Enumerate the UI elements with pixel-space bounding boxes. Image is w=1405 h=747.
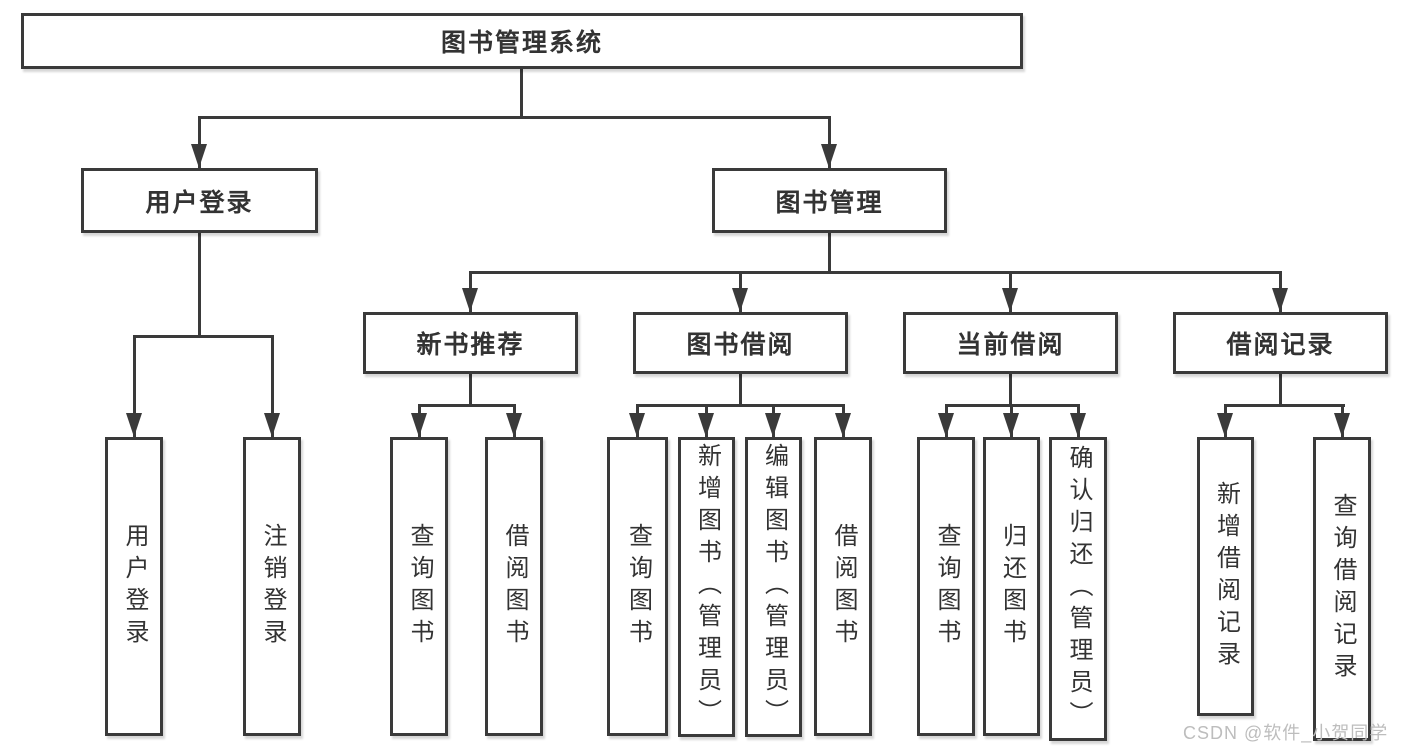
node-label: 借阅图书 bbox=[830, 522, 857, 651]
node-label: 新增图书（管理员） bbox=[693, 443, 721, 731]
node-leaf-query-books-borrowing: 查询图书 bbox=[607, 437, 668, 736]
node-borrowing-records: 借阅记录 bbox=[1173, 312, 1388, 374]
node-leaf-confirm-return-admin: 确认归还（管理员） bbox=[1049, 437, 1107, 741]
node-leaf-add-book-admin: 新增图书（管理员） bbox=[678, 437, 735, 737]
arrow-down-icon bbox=[1002, 288, 1018, 312]
node-label: 查询图书 bbox=[624, 522, 652, 651]
arrow-down-icon bbox=[732, 288, 748, 312]
arrow-down-icon bbox=[629, 413, 645, 437]
connector-line-v bbox=[271, 335, 274, 437]
connector-line-h bbox=[133, 335, 274, 338]
connector-line-v bbox=[133, 335, 136, 437]
connector-line-v bbox=[739, 374, 742, 406]
arrow-down-icon bbox=[835, 413, 851, 437]
node-leaf-query-books-recommend: 查询图书 bbox=[390, 437, 448, 736]
connector-line-v bbox=[469, 374, 472, 406]
node-label: 编辑图书（管理员） bbox=[760, 443, 788, 731]
connector-line-v bbox=[828, 116, 831, 168]
connector-line-v bbox=[1279, 374, 1282, 406]
connector-line-v bbox=[520, 69, 523, 117]
arrow-down-icon bbox=[1217, 413, 1233, 437]
node-label: 归还图书 bbox=[998, 522, 1026, 651]
connector-line-h bbox=[418, 404, 516, 407]
node-leaf-borrow-books: 借阅图书 bbox=[814, 437, 872, 736]
node-user-login-branch: 用户登录 bbox=[81, 168, 318, 233]
connector-line-h bbox=[1224, 404, 1345, 407]
arrow-down-icon bbox=[191, 144, 207, 168]
node-new-book-recommend: 新书推荐 bbox=[363, 312, 578, 374]
arrow-down-icon bbox=[765, 413, 781, 437]
node-leaf-query-borrow-record: 查询借阅记录 bbox=[1313, 437, 1371, 741]
arrow-down-icon bbox=[1070, 413, 1086, 437]
connector-line-h bbox=[636, 404, 845, 407]
arrow-down-icon bbox=[1334, 413, 1350, 437]
node-leaf-add-borrow-record: 新增借阅记录 bbox=[1197, 437, 1254, 716]
arrow-down-icon bbox=[1003, 413, 1019, 437]
connector-line-h bbox=[198, 116, 831, 119]
connector-line-v bbox=[1009, 374, 1012, 406]
node-leaf-edit-book-admin: 编辑图书（管理员） bbox=[745, 437, 802, 737]
connector-line-v bbox=[828, 233, 831, 274]
arrow-down-icon bbox=[506, 413, 522, 437]
connector-line-h bbox=[469, 271, 1282, 274]
arrow-down-icon bbox=[821, 144, 837, 168]
node-label: 查询图书 bbox=[406, 522, 433, 651]
node-label: 用户登录 bbox=[121, 522, 148, 651]
node-book-management-branch: 图书管理 bbox=[712, 168, 947, 233]
node-label: 新增借阅记录 bbox=[1212, 480, 1240, 673]
arrow-down-icon bbox=[462, 288, 478, 312]
arrow-down-icon bbox=[938, 413, 954, 437]
node-current-borrowing: 当前借阅 bbox=[903, 312, 1118, 374]
node-leaf-return-book: 归还图书 bbox=[983, 437, 1040, 736]
node-label: 借阅图书 bbox=[501, 522, 528, 651]
node-label: 确认归还（管理员） bbox=[1065, 445, 1092, 733]
node-leaf-logout: 注销登录 bbox=[243, 437, 301, 736]
node-label: 查询借阅记录 bbox=[1329, 493, 1356, 685]
arrow-down-icon bbox=[411, 413, 427, 437]
arrow-down-icon bbox=[126, 413, 142, 437]
connector-line-v bbox=[198, 233, 201, 336]
node-leaf-borrow-books-recommend: 借阅图书 bbox=[485, 437, 543, 736]
node-leaf-query-books-current: 查询图书 bbox=[917, 437, 975, 736]
node-label: 查询图书 bbox=[933, 522, 960, 651]
csdn-watermark: CSDN @软件_小贺同学 bbox=[1183, 723, 1389, 743]
arrow-down-icon bbox=[698, 413, 714, 437]
node-book-borrowing: 图书借阅 bbox=[633, 312, 848, 374]
arrow-down-icon bbox=[264, 413, 280, 437]
arrow-down-icon bbox=[1272, 288, 1288, 312]
node-root-library-system: 图书管理系统 bbox=[21, 13, 1023, 69]
node-label: 注销登录 bbox=[259, 522, 286, 651]
connector-line-v bbox=[198, 116, 201, 168]
node-leaf-user-login: 用户登录 bbox=[105, 437, 163, 736]
